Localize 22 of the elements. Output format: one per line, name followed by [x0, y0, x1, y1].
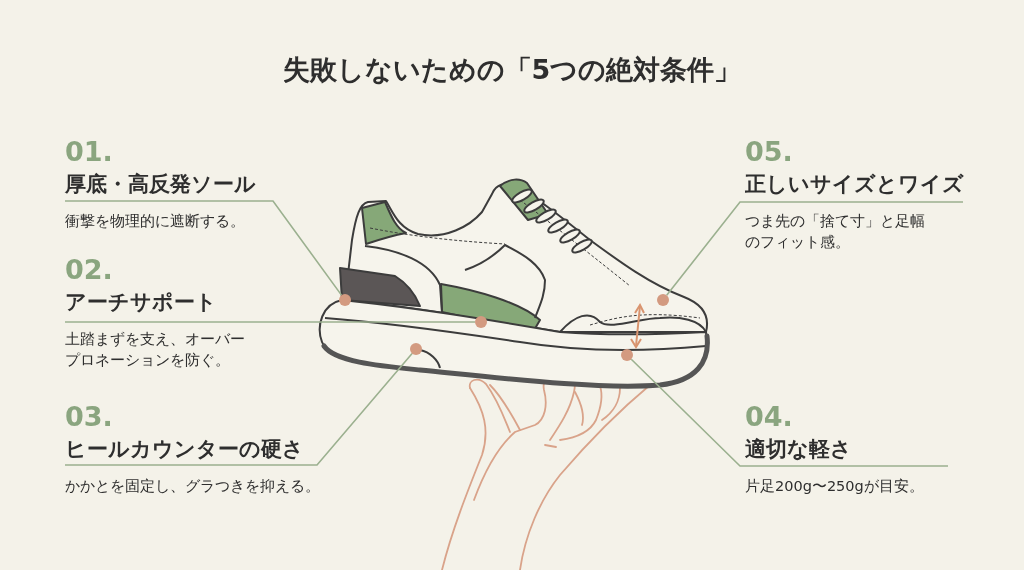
leader-line: [64, 352, 413, 466]
item-description: かかとを固定し、グラつきを抑える。: [65, 477, 321, 496]
item-number: 03.: [65, 400, 113, 434]
item-heading: 正しいサイズとワイズ: [745, 171, 964, 198]
leader-line: [64, 200, 343, 296]
leader-line: [630, 358, 949, 467]
item-number: 01.: [65, 135, 113, 169]
leader-line: [665, 201, 964, 297]
item-description: 土踏まずを支え、オーバープロネーションを防ぐ。: [65, 330, 246, 370]
marker-dot: [339, 294, 351, 306]
item-heading: 適切な軽さ: [745, 436, 852, 463]
item-description: 片足200g〜250gが目安。: [745, 477, 925, 496]
title: 失敗しないための「5つの絶対条件」: [281, 53, 743, 87]
item-number: 02.: [65, 253, 113, 287]
item-description: 衝撃を物理的に遮断する。: [65, 212, 246, 231]
item-description: つま先の「捨て寸」と足幅のフィット感。: [745, 212, 926, 252]
leader-line: [64, 321, 476, 323]
item-number: 04.: [745, 400, 793, 434]
item-heading: アーチサポート: [65, 289, 217, 316]
item-heading: 厚底・高反発ソール: [65, 171, 256, 198]
item-heading: ヒールカウンターの硬さ: [65, 436, 304, 463]
item-number: 05.: [745, 135, 793, 169]
